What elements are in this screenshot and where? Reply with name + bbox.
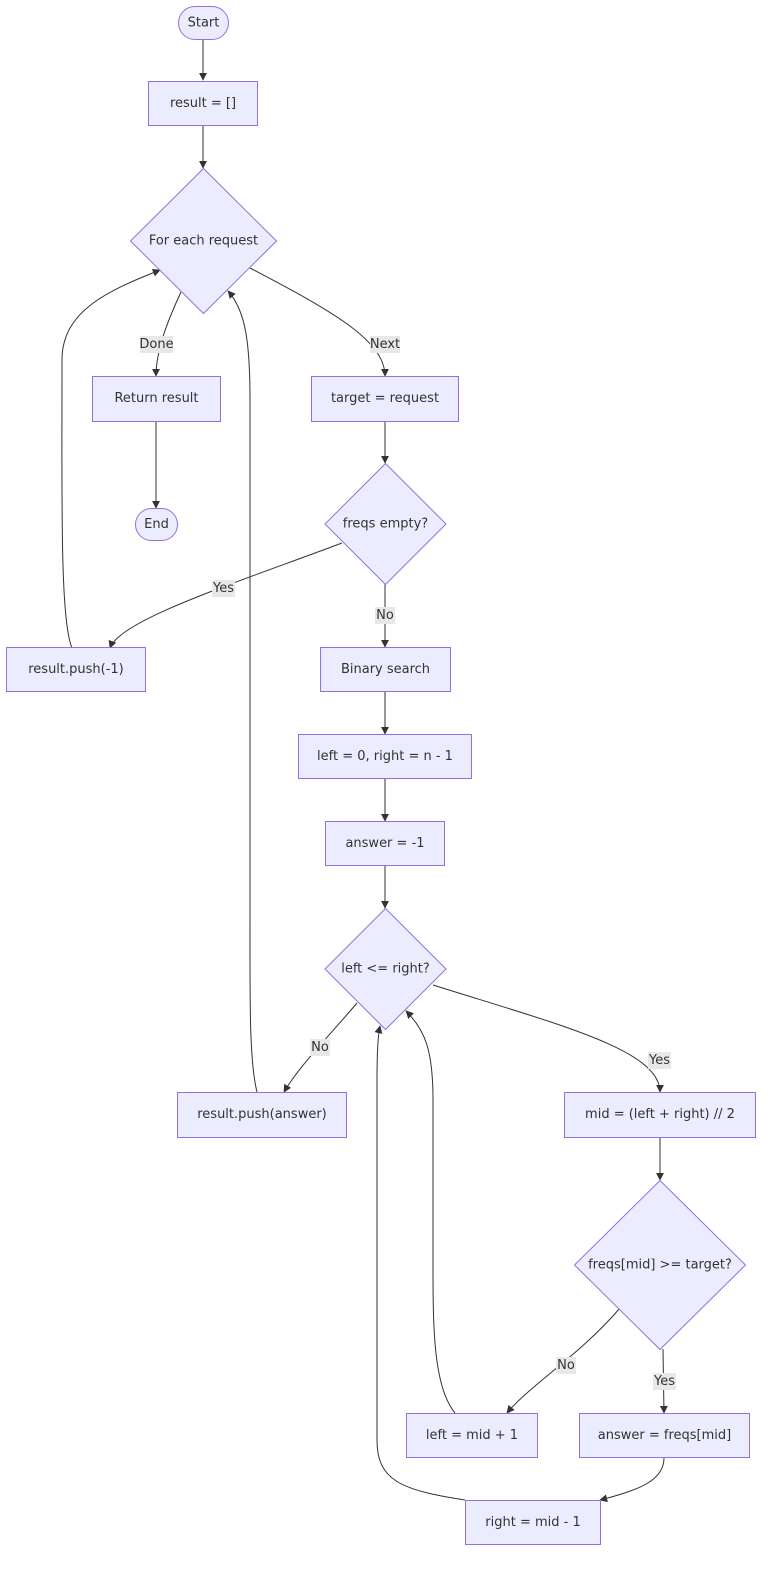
edge-push-neg-to-for-each [61,268,161,649]
edge-label-no-loop-text: No [311,1040,329,1055]
edge-label-yes-loop: Yes [648,1052,671,1069]
node-target-label: target = request [331,391,439,406]
node-left-update-label: left = mid + 1 [426,1428,518,1443]
edge-label-no-compare: No [556,1357,576,1374]
node-binary-search: Binary search [320,647,451,692]
node-target-request: target = request [311,376,459,422]
edge-answer-update-to-right-update [599,1457,665,1503]
node-end-label: End [144,517,169,532]
node-push-answer-label: result.push(answer) [197,1107,327,1122]
edge-label-yes-loop-text: Yes [648,1053,670,1068]
node-freqs-empty-label: freqs empty? [343,517,428,532]
node-start-label: Start [188,16,220,31]
node-loop-condition-label: left <= right? [341,962,430,977]
edge-label-yes-empty-text: Yes [212,581,234,596]
node-init-bounds: left = 0, right = n - 1 [298,734,472,779]
node-for-each-request: For each request [129,167,278,315]
node-return-result-label: Return result [114,391,198,406]
node-answer-init-label: answer = -1 [345,836,424,851]
node-compare-label: freqs[mid] >= target? [588,1258,732,1273]
edge-freqs-empty-yes [108,542,343,649]
node-right-update-label: right = mid - 1 [485,1515,580,1530]
node-push-neg-one: result.push(-1) [6,647,146,692]
edge-for-each-next [249,267,389,377]
node-answer-update: answer = freqs[mid] [579,1413,750,1458]
node-push-neg-label: result.push(-1) [28,662,124,677]
node-push-answer: result.push(answer) [177,1092,347,1138]
node-left-update: left = mid + 1 [406,1413,538,1458]
edge-label-yes-compare-text: Yes [653,1374,675,1389]
edge-label-done: Done [139,336,174,353]
node-return-result: Return result [92,376,221,422]
edge-left-update-to-loop-cond [405,1010,456,1414]
edge-label-no-empty-text: No [376,608,394,623]
node-compare: freqs[mid] >= target? [573,1179,747,1351]
node-loop-condition: left <= right? [324,907,447,1031]
edge-push-answer-to-for-each [227,290,258,1093]
edge-label-yes-empty: Yes [212,580,235,597]
edge-right-update-to-loop-cond [374,1025,466,1501]
node-result-init-label: result = [] [170,96,236,111]
edge-label-done-text: Done [139,337,173,352]
node-for-each-label: For each request [149,234,258,249]
edge-label-no-empty: No [375,607,395,624]
node-binary-search-label: Binary search [341,662,430,677]
edge-for-each-done [152,291,182,377]
edge-label-no-loop: No [310,1039,330,1056]
edge-label-next: Next [370,336,400,353]
node-right-update: right = mid - 1 [465,1500,601,1545]
node-mid: mid = (left + right) // 2 [564,1092,756,1138]
node-answer-update-label: answer = freqs[mid] [598,1428,731,1443]
node-init-bounds-label: left = 0, right = n - 1 [317,749,453,764]
edge-loop-cond-yes [432,984,664,1093]
edge-labels: Done Next Yes No No Yes No Yes [139,336,676,1390]
edge-label-no-compare-text: No [557,1358,575,1373]
node-answer-init: answer = -1 [325,821,445,866]
node-start: Start [178,6,229,40]
node-mid-label: mid = (left + right) // 2 [585,1107,735,1122]
node-freqs-empty: freqs empty? [324,462,447,586]
edge-label-yes-compare: Yes [653,1373,676,1390]
edge-label-next-text: Next [370,337,400,352]
node-end: End [135,508,178,541]
nodes: Start result = [] For each request Retur… [6,6,756,1545]
node-result-init: result = [] [148,81,258,126]
